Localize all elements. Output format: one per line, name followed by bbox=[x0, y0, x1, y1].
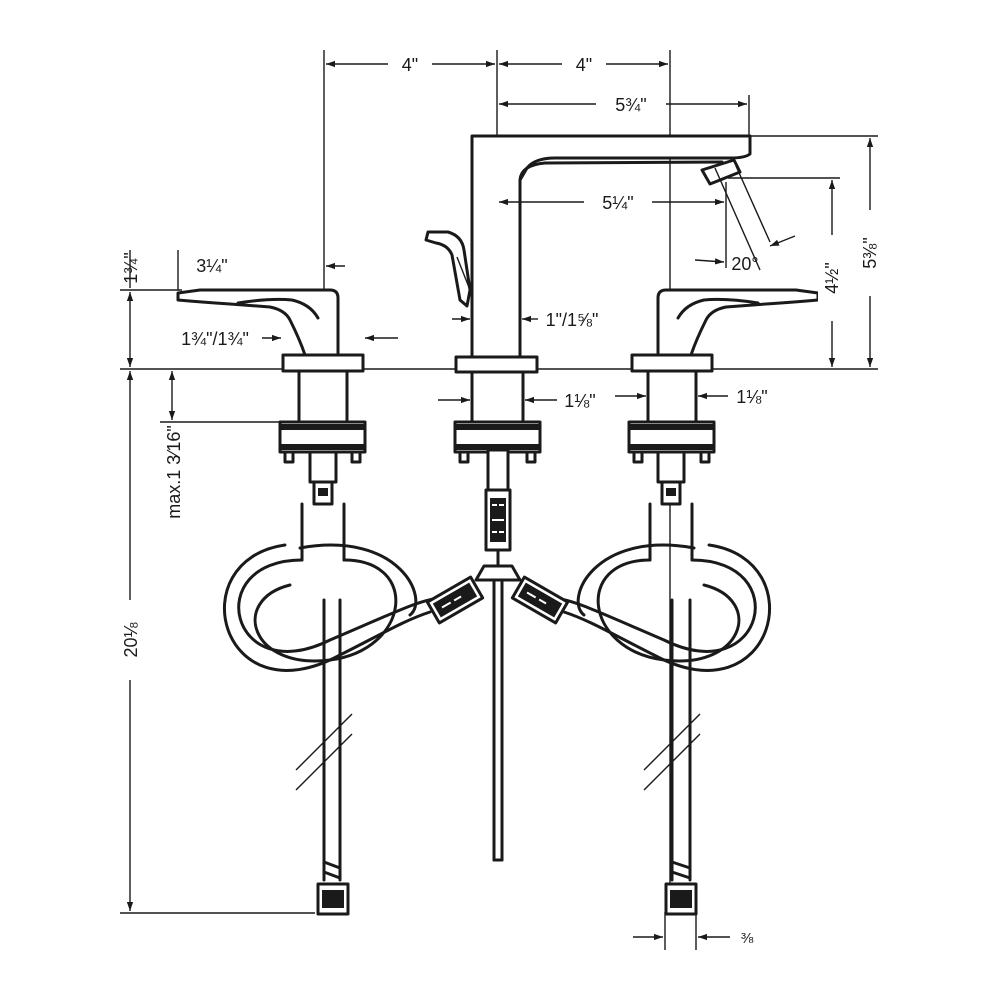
label-spout-base: 1"/1⅝" bbox=[546, 310, 599, 330]
label-handle-height: 1¾" bbox=[121, 252, 141, 283]
label-outlet-height: 4½" bbox=[822, 262, 842, 293]
label-spread-left: 4" bbox=[402, 55, 418, 75]
label-connection-size: ⅜ bbox=[741, 930, 754, 947]
right-hose-loop bbox=[510, 543, 771, 672]
label-max-deck-thickness: max.1 3⁄16" bbox=[164, 425, 184, 518]
label-hose-length: 20⅛ bbox=[121, 622, 141, 658]
label-spout-reach-total: 5¾" bbox=[615, 95, 646, 115]
label-shank-center: 1⅛" bbox=[564, 391, 595, 411]
dimension-labels: 4" 4" 5¾" 5¼" 20° 4½" 5⅜" 1¾" 3¼" 1¾"/1¾… bbox=[121, 55, 880, 947]
left-hose-loop bbox=[223, 543, 485, 672]
label-handle-length: 3¼" bbox=[196, 256, 227, 276]
label-spray-angle: 20° bbox=[731, 254, 758, 274]
label-spout-reach: 5¼" bbox=[602, 193, 633, 213]
label-spread-right: 4" bbox=[576, 55, 592, 75]
right-handle bbox=[627, 288, 820, 916]
spout bbox=[424, 134, 771, 862]
label-total-height: 5⅜" bbox=[860, 237, 880, 268]
left-handle bbox=[176, 288, 367, 916]
label-handle-base: 1¾"/1¾" bbox=[181, 329, 249, 349]
label-backgrounds bbox=[116, 52, 884, 680]
label-shank-right: 1⅛" bbox=[736, 387, 767, 407]
